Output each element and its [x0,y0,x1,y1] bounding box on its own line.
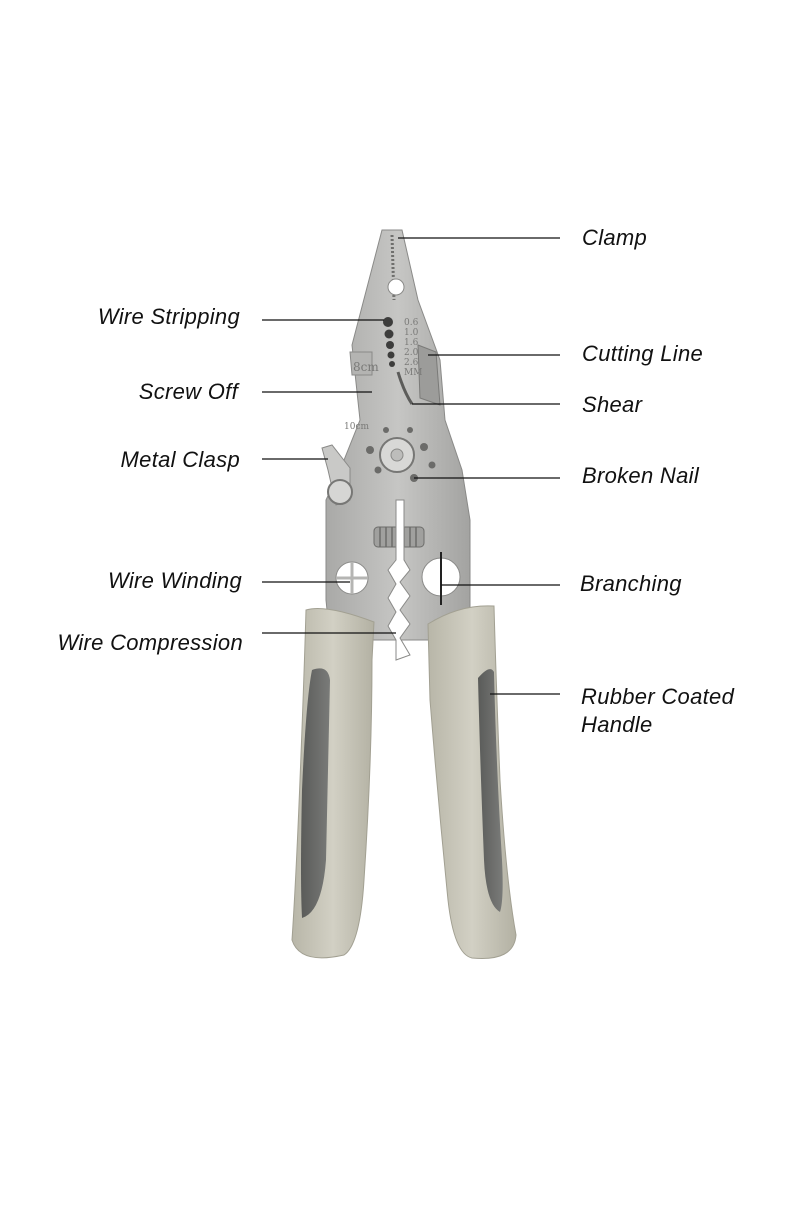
label-rubber-coated-handle-line2: Handle [581,712,653,737]
gauge-0: 0.6 [404,318,419,328]
label-clamp: Clamp [582,225,648,250]
gauge-unit: MM [404,368,422,378]
jaw-hole [387,278,405,296]
gauge-3: 2.0 [404,348,419,358]
label-wire-winding: Wire Winding [107,568,242,593]
label-cutting-line: Cutting Line [582,341,704,366]
wire-winding-hole [335,561,369,595]
shear-slot [396,371,414,405]
label-metal-clasp: Metal Clasp [120,447,240,472]
label-shear: Shear [582,392,643,417]
right-grip [478,669,503,912]
label-wire-compression: Wire Compression [57,630,243,655]
label-branching: Branching [580,571,682,596]
label-wire-stripping: Wire Stripping [97,304,240,329]
scale-8cm: 8cm [353,360,379,374]
label-broken-nail: Broken Nail [582,463,700,488]
gauge-1: 1.0 [404,328,419,338]
label-rubber-coated-handle-line1: Rubber Coated [581,684,735,709]
left-grip [301,668,330,918]
gauge-2: 1.6 [404,338,419,348]
cutting-edge [417,344,441,406]
gauge-markings: 0.6 1.0 1.6 2.0 2.6 MM [404,318,422,378]
clasp-rivet [327,479,353,505]
scale-10cm: 10cm [344,422,369,432]
right-handle [427,605,517,960]
center-slot [387,499,411,661]
leader-lines [262,237,560,695]
gauge-4: 2.6 [404,358,419,368]
clamp-serration [390,234,396,301]
wire-stripping-notches [383,317,395,367]
branching-hole [421,552,461,605]
screw-off-tab [349,351,373,376]
label-screw-off: Screw Off [138,379,238,404]
broken-nail-holes [366,427,436,482]
